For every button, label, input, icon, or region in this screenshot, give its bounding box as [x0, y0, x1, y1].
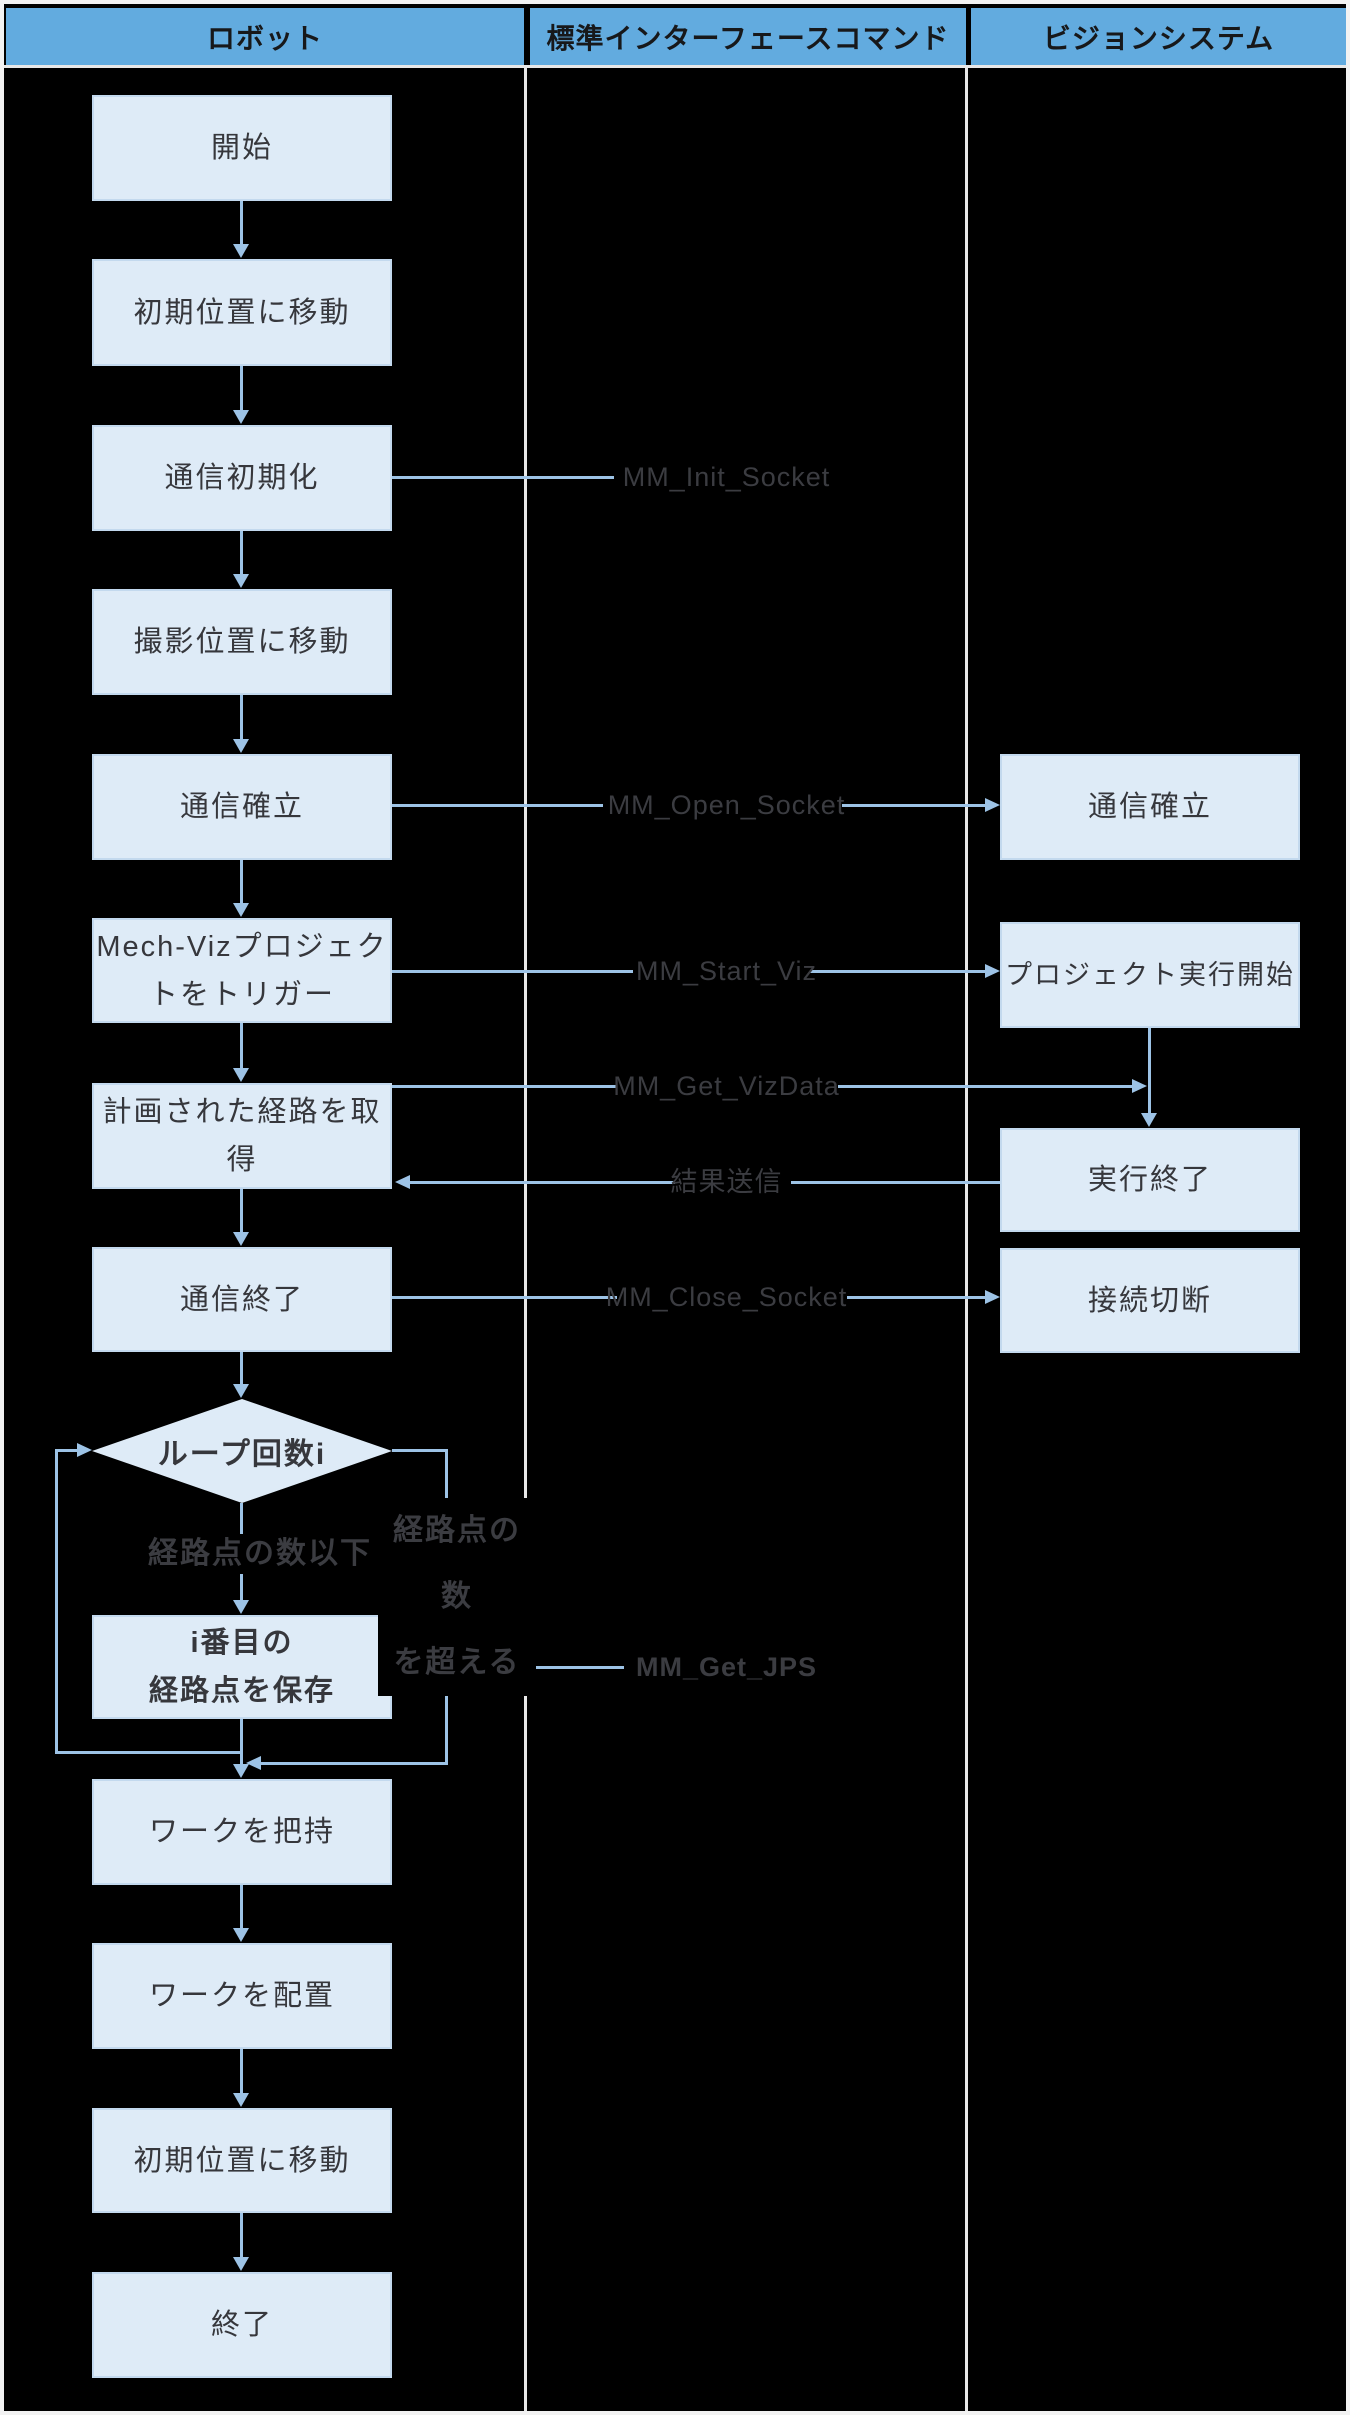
label-init-socket: MM_Init_Socket — [622, 462, 831, 492]
arrowhead-loop-exceed — [246, 1756, 261, 1770]
label-close-socket: MM_Close_Socket — [605, 1282, 848, 1312]
line-start-viz-right — [810, 970, 986, 973]
node-comm-end: 通信終了 — [92, 1247, 392, 1352]
node-grasp: ワークを把持 — [92, 1779, 392, 1885]
arrowhead — [233, 2257, 249, 2271]
node-vision-disconnect: 接続切断 — [1000, 1248, 1300, 1353]
arrowhead-close-socket — [985, 1290, 1000, 1304]
node-move-capture: 撮影位置に移動 — [92, 589, 392, 695]
arrowhead — [233, 2093, 249, 2107]
line-init-socket — [392, 476, 614, 479]
node-end: 終了 — [92, 2272, 392, 2378]
node-comm-init: 通信初期化 — [92, 425, 392, 531]
node-place: ワークを配置 — [92, 1943, 392, 2049]
line-open-socket-left — [392, 804, 603, 807]
node-get-path: 計画された経路を取得 — [92, 1083, 392, 1189]
label-send-result: 結果送信 — [670, 1167, 783, 1197]
node-vision-comm-establish: 通信確立 — [1000, 754, 1300, 860]
arrowhead — [233, 574, 249, 588]
label-open-socket: MM_Open_Socket — [607, 790, 846, 820]
arrowhead — [1141, 1113, 1157, 1127]
column-divider-1 — [524, 65, 527, 2411]
loop-exceed-line-bottom — [261, 1762, 448, 1765]
arrow-move2-to-end — [240, 2213, 243, 2257]
label-start-viz: MM_Start_Viz — [635, 956, 818, 986]
arrowhead-start-viz — [985, 964, 1000, 978]
arrow-move-to-comminit — [240, 366, 243, 410]
line-get-vizdata-left — [392, 1085, 617, 1088]
loopback-line-bottom — [55, 1751, 243, 1754]
header-vision-column: ビジョンシステム — [971, 8, 1346, 65]
arrow-grasp-to-place — [240, 1885, 243, 1928]
header-bottom-divider — [4, 65, 1346, 68]
loopback-line-into-diamond — [57, 1449, 78, 1452]
node-start: 開始 — [92, 95, 392, 201]
line-send-result-left — [410, 1181, 675, 1184]
node-save-waypoint: i番目の 経路点を保存 — [92, 1615, 392, 1719]
arrowhead — [233, 1928, 249, 1942]
arrowhead — [233, 410, 249, 424]
line-start-viz-left — [392, 970, 633, 973]
label-branch-within: 経路点の数以下 — [140, 1534, 380, 1574]
line-close-socket-left — [392, 1296, 617, 1299]
arrow-save-to-grasp — [240, 1719, 243, 1764]
node-move-initial: 初期位置に移動 — [92, 259, 392, 366]
node-vision-project-start: プロジェクト実行開始 — [1000, 922, 1300, 1028]
arrow-getpath-to-commend — [240, 1189, 243, 1232]
arrowhead — [233, 1232, 249, 1246]
arrowhead — [233, 1384, 249, 1398]
arrow-commest-to-trigger — [240, 860, 243, 903]
arrowhead-loopback — [77, 1443, 92, 1457]
arrow-projectstart-to-execend — [1148, 1028, 1151, 1114]
header-interface-column: 標準インターフェースコマンド — [530, 8, 966, 65]
loopback-line-vertical — [55, 1449, 58, 1754]
node-loop-decision: ループ回数i — [92, 1399, 392, 1503]
loop-exceed-line-top — [392, 1449, 448, 1452]
arrow-place-to-move2 — [240, 2049, 243, 2093]
node-trigger-viz: Mech-Vizプロジェク トをトリガー — [92, 918, 392, 1023]
arrow-capture-to-commest — [240, 695, 243, 739]
node-move-initial-2: 初期位置に移動 — [92, 2108, 392, 2213]
arrowhead — [233, 1600, 249, 1614]
arrowhead — [233, 1764, 249, 1778]
label-branch-exceed: 経路点の数 を超える — [378, 1498, 536, 1696]
arrowhead — [233, 1068, 249, 1082]
line-get-vizdata-right — [838, 1085, 1134, 1088]
arrowhead-open-socket — [985, 798, 1000, 812]
line-send-result-right — [791, 1181, 1000, 1184]
node-comm-establish: 通信確立 — [92, 754, 392, 860]
arrowhead-get-vizdata — [1132, 1079, 1147, 1093]
arrow-trigger-to-getpath — [240, 1023, 243, 1068]
arrowhead — [233, 244, 249, 258]
arrow-commend-to-loop — [240, 1352, 243, 1384]
arrow-comminit-to-capture — [240, 531, 243, 574]
arrowhead — [233, 903, 249, 917]
line-open-socket-right — [842, 804, 986, 807]
arrowhead-send-result — [395, 1175, 410, 1189]
line-close-socket-right — [847, 1296, 986, 1299]
header-robot-column: ロボット — [6, 8, 524, 65]
arrow-start-to-move — [240, 201, 243, 244]
column-divider-2 — [965, 65, 968, 2411]
label-get-vizdata: MM_Get_VizData — [613, 1071, 840, 1101]
arrowhead — [233, 739, 249, 753]
label-get-jps: MM_Get_JPS — [635, 1652, 818, 1682]
node-vision-exec-end: 実行終了 — [1000, 1128, 1300, 1232]
